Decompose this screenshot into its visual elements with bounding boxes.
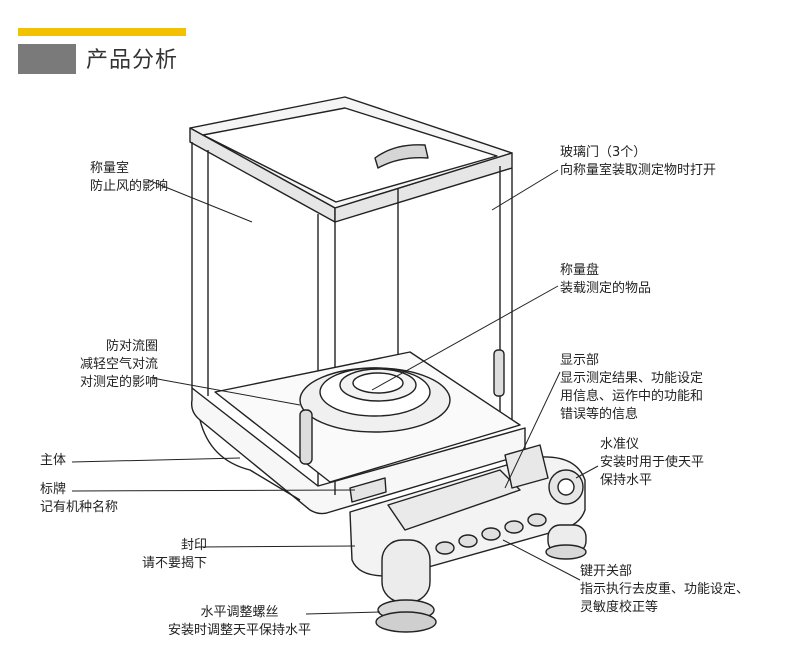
label-weighing-pan: 称量盘 装载测定的物品 [560,262,651,298]
label-seal-title: 封印 [181,538,208,553]
label-display-desc1: 显示测定结果、功能设定 [560,371,704,386]
label-leveling-screw-desc: 安装时调整天平保持水平 [168,623,312,638]
page-title: 产品分析 [86,48,179,73]
label-keypad-desc1: 指示执行去皮重、功能设定、 [580,582,750,597]
label-level-gauge-desc2: 保持水平 [600,473,653,488]
label-seal-desc: 请不要揭下 [142,556,208,571]
label-display-desc2: 用信息、运作中的功能和 [560,389,704,404]
keypad-buttons [435,513,547,555]
label-level-gauge-desc1: 安装时用于使天平 [600,455,705,470]
label-weighing-chamber-desc: 防止风的影响 [90,179,169,194]
label-seal: 封印 请不要揭下 [142,537,207,573]
label-anti-draft-ring-title: 防对流圈 [106,339,159,354]
label-level-gauge: 水准仪 安装时用于使天平 保持水平 [600,436,704,490]
label-anti-draft-ring-desc1: 减轻空气对流 [80,357,159,372]
label-nameplate: 标牌 记有机种名称 [40,481,118,517]
leveling-feet [375,524,587,633]
label-display-desc3: 错误等的信息 [560,407,639,422]
label-level-gauge-title: 水准仪 [600,437,640,452]
label-keypad-desc2: 灵敏度校正等 [580,600,659,615]
label-weighing-pan-desc: 装载测定的物品 [560,281,652,296]
header-accent-bar [18,28,186,36]
label-glass-door-desc: 向称量室装取测定物时打开 [560,163,717,178]
label-leveling-screw-title: 水平调整螺丝 [200,605,279,620]
label-display-title: 显示部 [560,353,600,368]
label-glass-door: 玻璃门（3个） 向称量室装取测定物时打开 [560,144,716,180]
label-main-body: 主体 [40,452,66,470]
label-main-body-title: 主体 [40,453,67,468]
label-nameplate-desc: 记有机种名称 [40,500,119,515]
label-anti-draft-ring: 防对流圈 减轻空气对流 对测定的影响 [80,338,158,392]
leader-lines [71,169,599,615]
label-display: 显示部 显示测定结果、功能设定 用信息、运作中的功能和 错误等的信息 [560,352,703,424]
nameplate-plate [349,477,387,503]
label-weighing-chamber: 称量室 防止风的影响 [90,160,168,196]
label-nameplate-title: 标牌 [40,482,67,497]
label-weighing-pan-title: 称量盘 [560,263,600,278]
label-keypad-title: 键开关部 [580,564,633,579]
header-title-block [18,44,76,74]
label-keypad: 键开关部 指示执行去皮重、功能设定、 灵敏度校正等 [580,563,749,617]
label-weighing-chamber-title: 称量室 [90,161,130,176]
label-leveling-screw: 水平调整螺丝 安装时调整天平保持水平 [168,604,311,640]
label-anti-draft-ring-desc2: 对测定的影响 [80,375,159,390]
label-glass-door-title: 玻璃门（3个） [560,145,647,160]
